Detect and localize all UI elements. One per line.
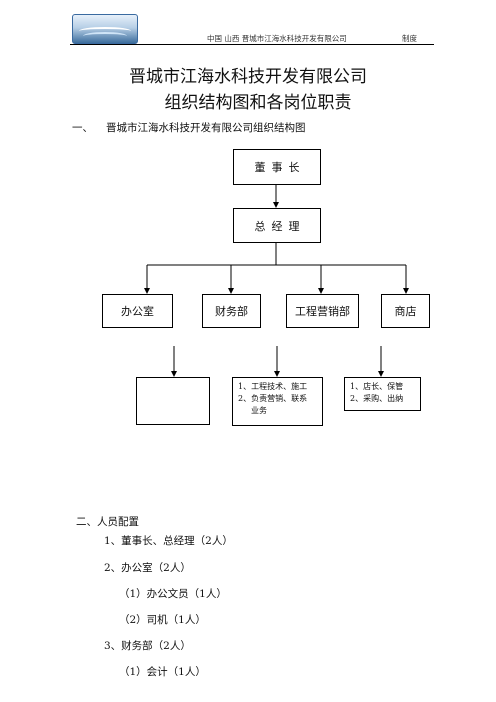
duty-box-office xyxy=(136,377,210,425)
duty-line: 2、负责营销、联系 xyxy=(238,394,308,403)
duty-line: 1、店长、保管 xyxy=(350,382,404,391)
org-box-store: 商店 xyxy=(381,294,430,328)
section-1-text: 晋城市江海水科技开发有限公司组织结构图 xyxy=(106,122,306,134)
staff-item: （1）会计（1人） xyxy=(119,666,206,678)
header-rule xyxy=(70,44,434,45)
staff-item: 1、董事长、总经理（2人） xyxy=(104,535,233,547)
duty-line: 2、采购、出纳 xyxy=(350,394,404,403)
duty-box-store: 1、店长、保管 2、采购、出纳 xyxy=(344,377,421,411)
org-box-general-manager: 总经理 xyxy=(233,208,321,243)
document-title: 晋城市江海水科技开发有限公司 xyxy=(129,67,367,87)
document-subtitle: 组织结构图和各岗位职责 xyxy=(164,93,352,113)
company-logo xyxy=(72,14,138,44)
org-box-finance: 财务部 xyxy=(202,294,261,328)
duty-line: 1、工程技术、施工 xyxy=(238,382,308,391)
header-company-text: 中国 山西 晋城市江海水科技开发有限公司 xyxy=(207,34,347,43)
org-box-engineering-sales: 工程营销部 xyxy=(286,294,359,328)
section-2-heading: 二、人员配置 xyxy=(76,516,139,528)
section-1-heading: 一、 晋城市江海水科技开发有限公司组织结构图 xyxy=(72,120,306,135)
staff-item: （2）司机（1人） xyxy=(119,614,206,626)
header-doc-type: 制度 xyxy=(402,34,417,43)
staff-item: 3、财务部（2人） xyxy=(104,640,191,652)
duty-box-engineering: 1、工程技术、施工 2、负责营销、联系 业务 xyxy=(232,377,323,426)
org-box-office: 办公室 xyxy=(102,294,173,328)
duty-line: 业务 xyxy=(251,406,267,415)
org-box-chairman: 董事长 xyxy=(233,149,321,185)
staff-item: （1）办公文员（1人） xyxy=(119,588,227,600)
section-1-number: 一、 xyxy=(72,122,93,134)
staff-item: 2、办公室（2人） xyxy=(104,562,191,574)
